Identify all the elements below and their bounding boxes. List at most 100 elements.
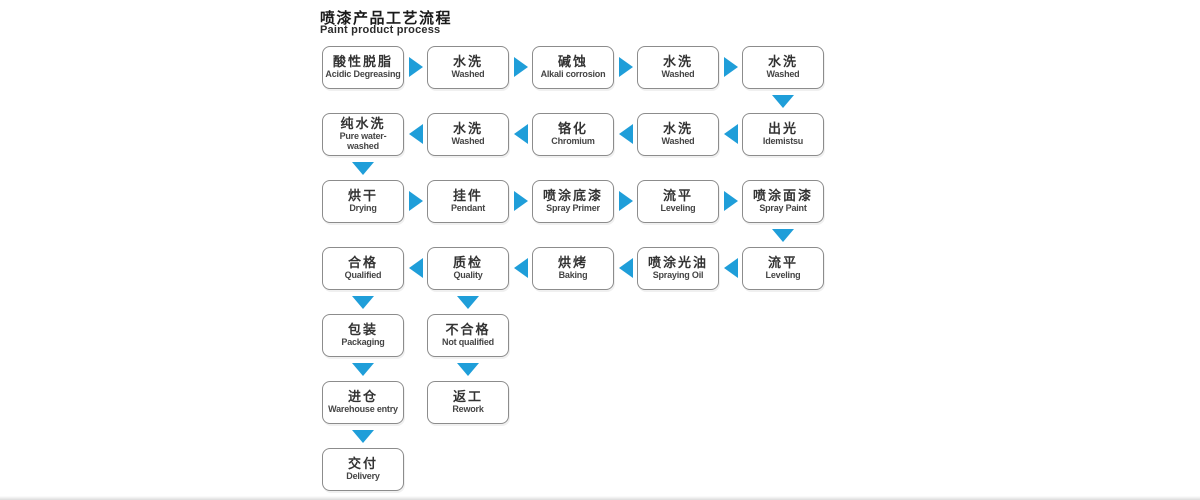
node-label-zh: 喷涂底漆 bbox=[542, 188, 603, 204]
flow-node-chromium: 铬化 Chromium bbox=[532, 113, 614, 156]
flow-arrow-left-icon bbox=[514, 124, 528, 144]
flow-arrow-right-icon bbox=[514, 57, 528, 77]
node-label-zh: 烘干 bbox=[347, 188, 378, 204]
flow-node-acidic-degreasing: 酸性脱脂 Acidic Degreasing bbox=[322, 46, 404, 89]
node-label-en: Spray Primer bbox=[546, 203, 600, 214]
node-label-zh: 碱蚀 bbox=[557, 54, 588, 70]
node-label-zh: 水洗 bbox=[662, 121, 693, 137]
node-label-zh: 挂件 bbox=[452, 188, 483, 204]
node-label-zh: 包装 bbox=[347, 322, 378, 338]
node-label-en: Idemistsu bbox=[762, 136, 804, 147]
node-label-en: Washed bbox=[766, 69, 800, 80]
flow-arrow-left-icon bbox=[724, 124, 738, 144]
flow-arrow-right-icon bbox=[409, 57, 423, 77]
flow-node-washed-2: 水洗 Washed bbox=[637, 46, 719, 89]
node-label-en: Packaging bbox=[341, 337, 385, 348]
node-label-en: Delivery bbox=[346, 471, 380, 482]
node-label-en: Qualified bbox=[344, 270, 382, 281]
node-label-zh: 喷涂面漆 bbox=[752, 188, 813, 204]
node-label-zh: 铬化 bbox=[557, 121, 588, 137]
flow-node-drying: 烘干 Drying bbox=[322, 180, 404, 223]
page-subtitle: Paint product process bbox=[320, 24, 441, 36]
flow-node-idemistsu: 出光 Idemistsu bbox=[742, 113, 824, 156]
node-label-zh: 不合格 bbox=[445, 322, 491, 338]
flow-arrow-left-icon bbox=[619, 124, 633, 144]
node-label-en: Spraying Oil bbox=[652, 270, 704, 281]
flow-arrow-right-icon bbox=[619, 191, 633, 211]
node-label-zh: 质检 bbox=[452, 255, 483, 271]
node-label-en: Washed bbox=[451, 136, 485, 147]
flow-node-not-qualified: 不合格 Not qualified bbox=[427, 314, 509, 357]
flow-arrow-down-icon bbox=[457, 296, 479, 309]
flow-arrow-down-icon bbox=[352, 363, 374, 376]
flow-node-washed-3: 水洗 Washed bbox=[742, 46, 824, 89]
flow-node-washed-1: 水洗 Washed bbox=[427, 46, 509, 89]
node-label-zh: 水洗 bbox=[662, 54, 693, 70]
node-label-en: Chromium bbox=[551, 136, 595, 147]
flow-arrow-down-icon bbox=[352, 162, 374, 175]
flow-arrow-down-icon bbox=[352, 430, 374, 443]
node-label-en: Rework bbox=[452, 404, 484, 415]
flow-arrow-right-icon bbox=[409, 191, 423, 211]
node-label-zh: 酸性脱脂 bbox=[332, 54, 393, 70]
flow-arrow-down-icon bbox=[772, 95, 794, 108]
flow-node-baking: 烘烤 Baking bbox=[532, 247, 614, 290]
flow-node-washed-5: 水洗 Washed bbox=[637, 113, 719, 156]
flow-arrow-right-icon bbox=[724, 57, 738, 77]
flow-node-warehouse-entry: 进仓 Warehouse entry bbox=[322, 381, 404, 424]
flow-arrow-right-icon bbox=[619, 57, 633, 77]
node-label-zh: 出光 bbox=[767, 121, 798, 137]
flow-arrow-left-icon bbox=[724, 258, 738, 278]
flow-arrow-right-icon bbox=[724, 191, 738, 211]
flow-arrow-left-icon bbox=[619, 258, 633, 278]
bottom-edge-shade bbox=[0, 496, 1200, 500]
flow-node-packaging: 包装 Packaging bbox=[322, 314, 404, 357]
flow-arrow-left-icon bbox=[514, 258, 528, 278]
node-label-zh: 返工 bbox=[452, 389, 483, 405]
node-label-zh: 合格 bbox=[347, 255, 378, 271]
node-label-zh: 进仓 bbox=[347, 389, 378, 405]
node-label-en: Washed bbox=[661, 69, 695, 80]
node-label-zh: 纯水洗 bbox=[340, 116, 386, 132]
node-label-zh: 烘烤 bbox=[557, 255, 588, 271]
flow-node-pendant: 挂件 Pendant bbox=[427, 180, 509, 223]
flow-node-quality: 质检 Quality bbox=[427, 247, 509, 290]
node-label-zh: 水洗 bbox=[767, 54, 798, 70]
node-label-en: Spray Paint bbox=[759, 203, 807, 214]
flow-node-delivery: 交付 Delivery bbox=[322, 448, 404, 491]
flow-node-spray-primer: 喷涂底漆 Spray Primer bbox=[532, 180, 614, 223]
flow-node-washed-4: 水洗 Washed bbox=[427, 113, 509, 156]
node-label-en: Pure water-washed bbox=[339, 131, 387, 151]
flow-node-alkali-corrosion: 碱蚀 Alkali corrosion bbox=[532, 46, 614, 89]
flow-node-qualified: 合格 Qualified bbox=[322, 247, 404, 290]
node-label-en: Acidic Degreasing bbox=[325, 69, 401, 80]
node-label-en: Leveling bbox=[765, 270, 801, 281]
node-label-en: Pendant bbox=[450, 203, 486, 214]
node-label-zh: 流平 bbox=[662, 188, 693, 204]
flow-node-pure-water-washed: 纯水洗 Pure water-washed bbox=[322, 113, 404, 156]
flow-arrow-right-icon bbox=[514, 191, 528, 211]
node-label-en: Alkali corrosion bbox=[540, 69, 606, 80]
node-label-en: Warehouse entry bbox=[328, 404, 398, 415]
flow-node-leveling-2: 流平 Leveling bbox=[742, 247, 824, 290]
flow-arrow-left-icon bbox=[409, 124, 423, 144]
page-title: 喷漆产品工艺流程 bbox=[320, 10, 453, 27]
node-label-zh: 水洗 bbox=[452, 121, 483, 137]
node-label-zh: 交付 bbox=[347, 456, 378, 472]
node-label-en: Washed bbox=[661, 136, 695, 147]
node-label-en: Baking bbox=[558, 270, 588, 281]
node-label-en: Drying bbox=[349, 203, 377, 214]
node-label-zh: 流平 bbox=[767, 255, 798, 271]
flow-arrow-left-icon bbox=[409, 258, 423, 278]
flow-node-leveling-1: 流平 Leveling bbox=[637, 180, 719, 223]
node-label-en: Not qualified bbox=[442, 337, 494, 348]
flow-arrow-down-icon bbox=[457, 363, 479, 376]
flow-node-spraying-oil: 喷涂光油 Spraying Oil bbox=[637, 247, 719, 290]
node-label-zh: 水洗 bbox=[452, 54, 483, 70]
node-label-en: Washed bbox=[451, 69, 485, 80]
flow-arrow-down-icon bbox=[352, 296, 374, 309]
node-label-en: Leveling bbox=[660, 203, 696, 214]
flow-arrow-down-icon bbox=[772, 229, 794, 242]
node-label-zh: 喷涂光油 bbox=[647, 255, 708, 271]
